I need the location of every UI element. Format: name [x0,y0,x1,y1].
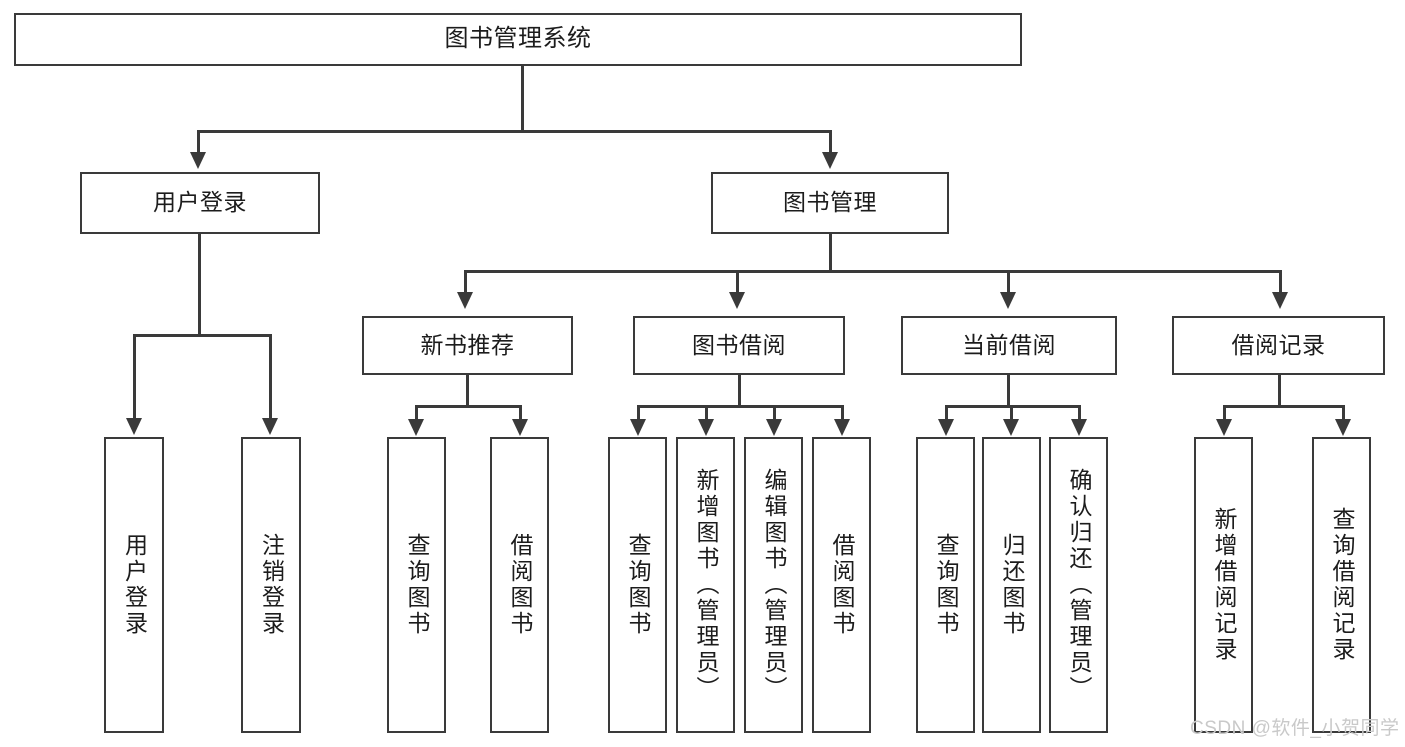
connector-borrow-record-bus [1223,405,1342,408]
connector-level2-drop-3 [1007,270,1010,294]
connector-book-management-stem [829,234,832,272]
leaf-new-book-borrow[interactable]: 借阅图书 [490,437,549,733]
node-label: 新增图书（管理员） [693,468,719,702]
connector-root-drop-1 [197,130,200,154]
connector-root-stem [521,66,524,132]
node-label: 用户登录 [153,189,247,216]
node-book-management-system[interactable]: 图书管理系统 [14,13,1022,66]
arrow-icon-borrow-record-leaf-2 [1335,419,1351,436]
node-current-borrow[interactable]: 当前借阅 [901,316,1117,375]
connector-root-drop-2 [829,130,832,154]
connector-root-bus [197,130,831,133]
node-book-borrow[interactable]: 图书借阅 [633,316,845,375]
connector-book-borrow-bus [637,405,843,408]
node-borrow-record[interactable]: 借阅记录 [1172,316,1385,375]
connector-current-borrow-drop-2 [1010,405,1013,421]
node-label: 查询图书 [404,533,430,637]
connector-current-borrow-drop-1 [945,405,948,421]
connector-borrow-record-drop-2 [1342,405,1345,421]
leaf-logout[interactable]: 注销登录 [241,437,301,733]
arrow-icon-to-new-book-recommend [457,292,473,309]
node-label: 借阅图书 [829,533,855,637]
arrow-icon-current-borrow-leaf-1 [938,419,954,436]
connector-new-book-bus [415,405,519,408]
leaf-book-borrow-query[interactable]: 查询图书 [608,437,667,733]
node-label: 用户登录 [121,533,148,637]
leaf-record-query[interactable]: 查询借阅记录 [1312,437,1371,733]
arrow-icon-borrow-record-leaf-1 [1216,419,1232,436]
node-label: 图书借阅 [692,331,786,358]
node-label: 查询图书 [933,533,959,637]
node-label: 新增借阅记录 [1211,507,1237,663]
connector-new-book-drop-2 [519,405,522,421]
arrow-icon-current-borrow-leaf-2 [1003,419,1019,436]
node-label: 图书管理 [783,189,877,216]
leaf-book-borrow-action[interactable]: 借阅图书 [812,437,871,733]
leaf-current-return[interactable]: 归还图书 [982,437,1041,733]
connector-level2-drop-1 [464,270,467,294]
node-new-book-recommend[interactable]: 新书推荐 [362,316,573,375]
node-label: 借阅记录 [1231,331,1326,358]
node-label: 编辑图书（管理员） [761,468,787,702]
arrow-icon-current-borrow-leaf-3 [1071,419,1087,436]
node-label: 当前借阅 [962,331,1056,358]
connector-borrow-record-drop-1 [1223,405,1226,421]
arrow-icon-to-book-borrow [729,292,745,309]
leaf-book-edit-admin[interactable]: 编辑图书（管理员） [744,437,803,733]
arrow-icon-to-logout-leaf [262,418,278,435]
connector-new-book-stem [466,375,469,407]
arrow-icon-to-user-login-leaf [126,418,142,435]
node-label: 归还图书 [999,533,1025,637]
connector-current-borrow-stem [1007,375,1010,407]
node-label: 确认归还（管理员） [1066,468,1092,702]
node-label: 新书推荐 [420,331,515,358]
arrow-icon-new-book-leaf-1 [408,419,424,436]
arrow-icon-book-borrow-leaf-1 [630,419,646,436]
connector-book-borrow-stem [738,375,741,407]
leaf-user-login[interactable]: 用户登录 [104,437,164,733]
leaf-confirm-return-admin[interactable]: 确认归还（管理员） [1049,437,1108,733]
connector-book-borrow-drop-4 [841,405,844,421]
arrow-icon-to-borrow-record [1272,292,1288,309]
connector-user-login-drop-1 [133,334,136,420]
arrow-icon-book-borrow-leaf-2 [698,419,714,436]
connector-user-login-stem [198,234,201,336]
arrow-icon-to-user-login [190,152,206,169]
connector-level2-bus [464,270,1282,273]
connector-level2-drop-4 [1279,270,1282,294]
connector-new-book-drop-1 [415,405,418,421]
node-label: 图书管理系统 [444,25,592,53]
connector-borrow-record-stem [1278,375,1281,407]
leaf-new-book-query[interactable]: 查询图书 [387,437,446,733]
connector-book-borrow-drop-2 [705,405,708,421]
node-user-login[interactable]: 用户登录 [80,172,320,234]
arrow-icon-book-borrow-leaf-3 [766,419,782,436]
node-label: 注销登录 [258,533,285,637]
connector-book-borrow-drop-1 [637,405,640,421]
arrow-icon-book-borrow-leaf-4 [834,419,850,436]
node-book-management[interactable]: 图书管理 [711,172,949,234]
arrow-icon-new-book-leaf-2 [512,419,528,436]
arrow-icon-to-book-management [822,152,838,169]
connector-current-borrow-drop-3 [1078,405,1081,421]
connector-user-login-drop-2 [269,334,272,420]
node-label: 查询图书 [625,533,651,637]
node-label: 查询借阅记录 [1329,507,1355,663]
arrow-icon-to-current-borrow [1000,292,1016,309]
connector-level2-drop-2 [736,270,739,294]
connector-user-login-bus [133,334,272,337]
connector-book-borrow-drop-3 [773,405,776,421]
leaf-book-add-admin[interactable]: 新增图书（管理员） [676,437,735,733]
leaf-record-add[interactable]: 新增借阅记录 [1194,437,1253,733]
node-label: 借阅图书 [507,533,533,637]
leaf-current-query[interactable]: 查询图书 [916,437,975,733]
